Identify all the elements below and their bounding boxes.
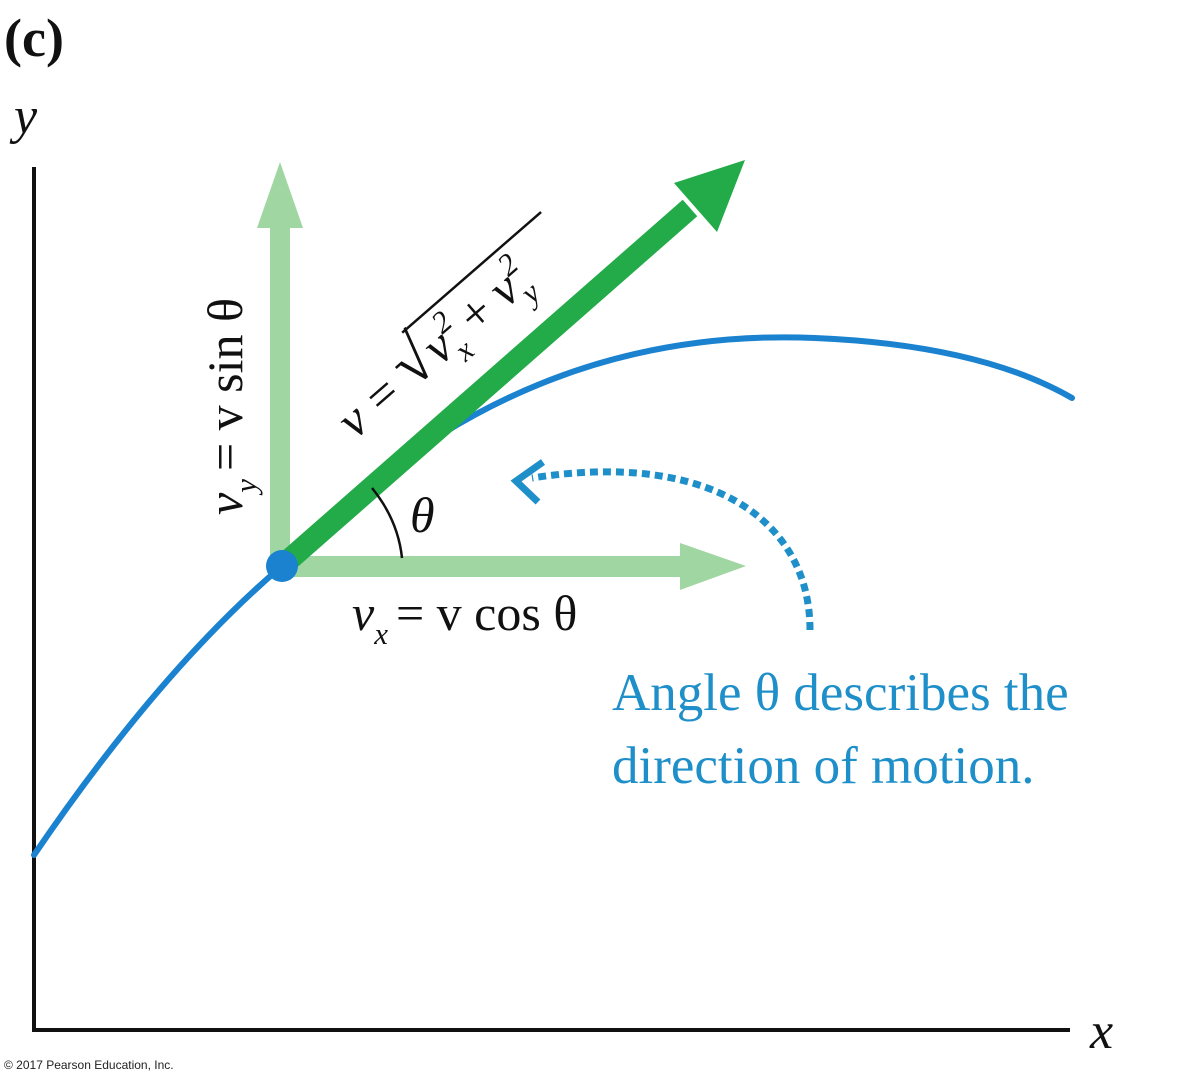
angle-theta-label: θ <box>410 487 435 543</box>
svg-text:vy= v sin θ: vy= v sin θ <box>197 298 263 515</box>
trajectory-curve <box>31 334 1075 858</box>
vx-component-arrow <box>280 543 746 590</box>
copyright-notice: © 2017 Pearson Education, Inc. <box>4 1058 174 1072</box>
sqrt-overline <box>401 211 542 334</box>
vy-component-arrow <box>257 162 303 568</box>
annotation-arrow <box>510 459 814 631</box>
x-axis-label: x <box>1089 1003 1113 1060</box>
annotation-line-1: Angle θ describes the <box>612 664 1069 722</box>
velocity-arrow <box>274 160 745 575</box>
angle-arc <box>371 487 404 559</box>
axes: y x <box>9 88 1113 1060</box>
particle-dot <box>266 550 298 582</box>
y-axis-label: y <box>9 88 38 145</box>
vy-label: vy= v sin θ <box>197 298 263 515</box>
annotation-line-2: direction of motion. <box>612 737 1034 795</box>
vx-label: vx= v cos θ <box>352 585 577 651</box>
panel-label: (c) <box>4 8 64 68</box>
